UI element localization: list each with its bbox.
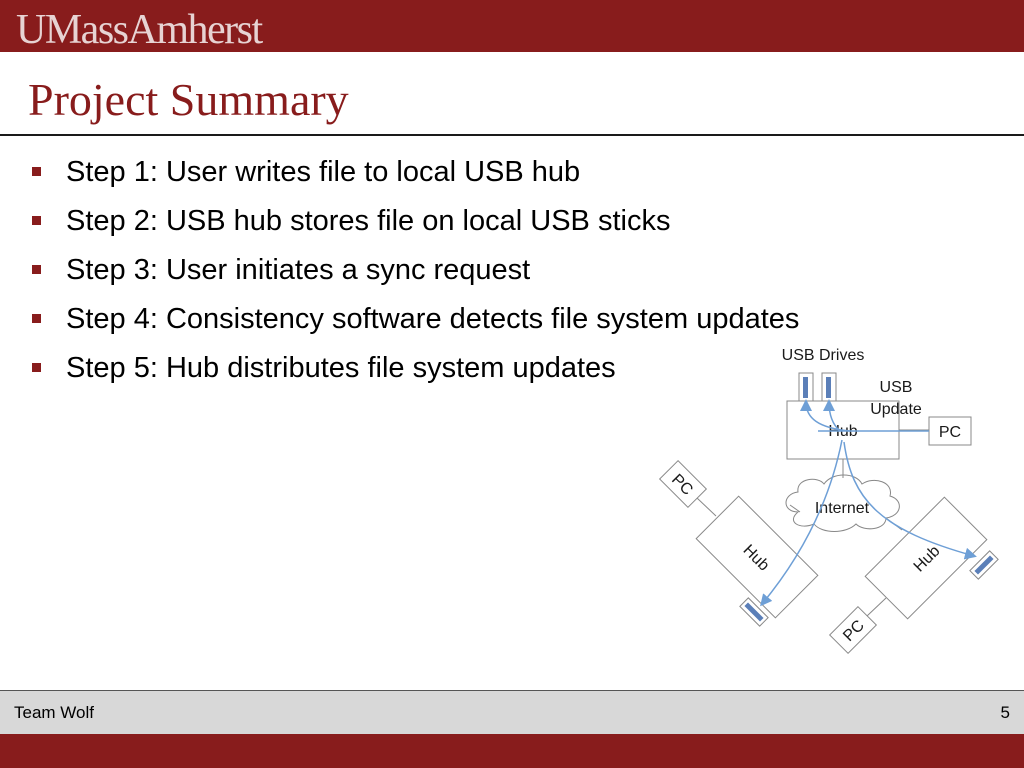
right-pc-group: PC — [828, 605, 878, 655]
bullet-item-3: Step 3: User initiates a sync request — [32, 248, 799, 297]
bullet-item-1: Step 1: User writes file to local USB hu… — [32, 150, 799, 199]
slide-title: Project Summary — [28, 74, 349, 125]
title-divider — [0, 134, 1024, 136]
sync-arrow-to-right-hub — [843, 441, 977, 560]
square-bullet-icon — [32, 167, 41, 176]
right-hub-pc-link — [866, 597, 887, 617]
square-bullet-icon — [32, 216, 41, 225]
usb-update-label-line1: USB — [880, 379, 913, 396]
left-hub-group: Hub — [695, 495, 819, 619]
bullet-item-5: Step 5: Hub distributes file system upda… — [32, 346, 799, 395]
main-pc-box — [928, 416, 972, 446]
bullet-text: Step 4: Consistency software detects fil… — [66, 303, 800, 335]
bullet-item-2: Step 2: USB hub stores file on local USB… — [32, 199, 799, 248]
bullet-item-4: Step 4: Consistency software detects fil… — [32, 297, 799, 346]
bullet-text: Step 3: User initiates a sync request — [66, 254, 531, 286]
footer-bar: Team Wolf 5 — [0, 690, 1024, 734]
network-diagram: Hub PC USB Drives USB Update Internet Hu… — [658, 347, 999, 655]
square-bullet-icon — [32, 314, 41, 323]
bullet-text: Step 1: User writes file to local USB hu… — [66, 156, 581, 188]
left-hub-pc-link — [696, 497, 717, 517]
square-bullet-icon — [32, 363, 41, 372]
left-hub-box — [695, 495, 819, 619]
header-banner: UMassAmherst — [0, 0, 1024, 52]
left-pc-group: PC — [658, 459, 708, 509]
usb-update-label-line2: Update — [870, 401, 922, 418]
square-bullet-icon — [32, 265, 41, 274]
right-hub-group: Hub — [864, 496, 988, 620]
team-name: Team Wolf — [14, 703, 94, 722]
sync-arrow-to-left-hub — [760, 439, 843, 607]
bullet-list: Step 1: User writes file to local USB hu… — [32, 150, 799, 395]
page-number: 5 — [1000, 703, 1010, 722]
usb-drive — [744, 602, 764, 622]
main-pc-label: PC — [939, 424, 961, 441]
right-usb-group — [969, 550, 999, 580]
left-hub-internet-link — [789, 504, 801, 513]
internet-label: Internet — [815, 500, 870, 517]
sync-arrow-to-drive-2 — [823, 399, 841, 432]
left-usb-group — [739, 597, 769, 627]
usb-drive — [803, 377, 808, 398]
bullet-text: Step 2: USB hub stores file on local USB… — [66, 205, 671, 237]
right-hub-box — [864, 496, 988, 620]
umass-amherst-logo: UMassAmherst — [16, 7, 263, 53]
bottom-banner — [0, 734, 1024, 768]
sync-arrow-to-drive-1 — [800, 399, 851, 432]
bullet-text: Step 5: Hub distributes file system upda… — [66, 352, 616, 384]
usb-drive — [826, 377, 831, 398]
usb-drives-label: USB Drives — [782, 347, 865, 364]
internet-cloud — [785, 474, 900, 532]
usb-drive — [974, 555, 994, 575]
